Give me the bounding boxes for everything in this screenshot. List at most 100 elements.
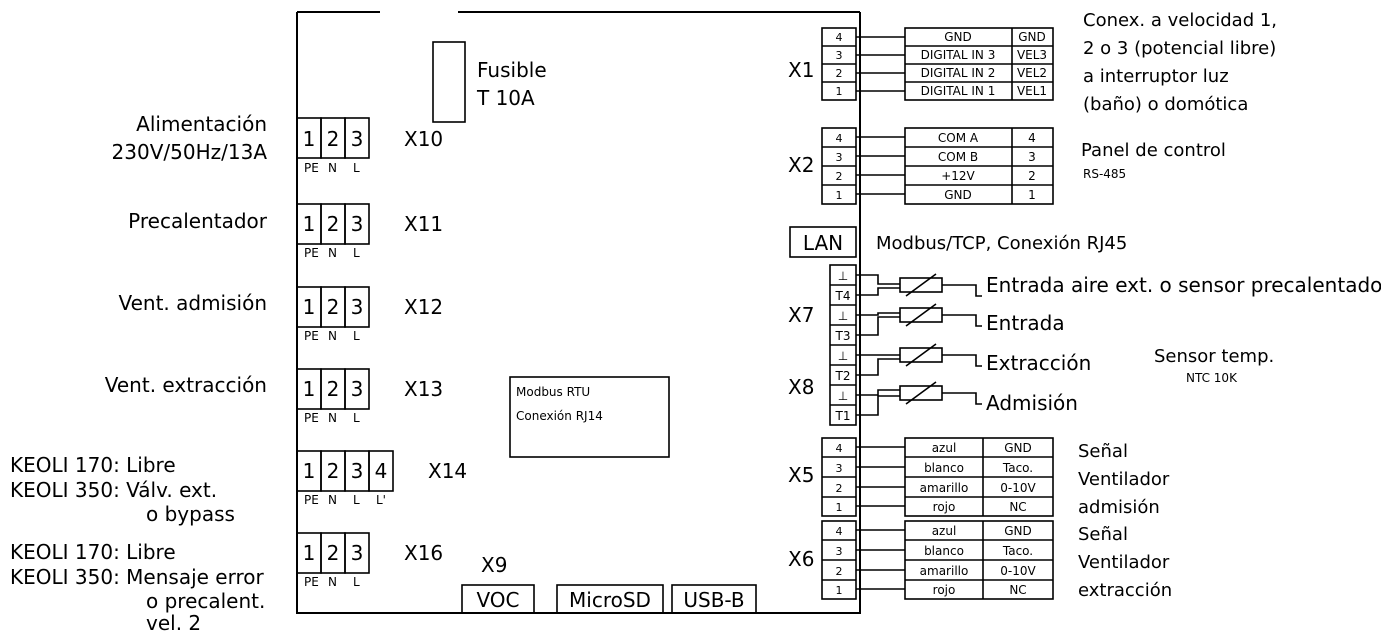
svg-text:VEL2: VEL2 (1017, 66, 1047, 80)
svg-text:Taco.: Taco. (1002, 461, 1033, 475)
ntc-sensor-4 (856, 381, 982, 416)
svg-text:1: 1 (1028, 188, 1036, 202)
svg-text:1: 1 (836, 584, 843, 597)
port-lan (789, 226, 857, 258)
svg-text:4: 4 (836, 525, 843, 538)
x5-desc-1: Señal (1078, 441, 1128, 462)
modbus-rtu-connector: Conexión RJ14 (516, 409, 603, 423)
connector-x12-label: X12 (404, 295, 443, 319)
svg-text:N: N (328, 246, 337, 260)
svg-text:3: 3 (1028, 150, 1036, 164)
svg-text:VEL3: VEL3 (1017, 48, 1047, 62)
svg-text:L: L (353, 329, 360, 343)
svg-text:blanco: blanco (924, 461, 964, 475)
connector-x5-label: X5 (788, 463, 814, 487)
label-x16-keoli170: KEOLI 170: Libre (10, 540, 176, 564)
port-usb-b (671, 584, 757, 614)
svg-text:1: 1 (836, 85, 843, 98)
svg-text:4: 4 (836, 442, 843, 455)
label-x16-precalent: o precalent. (146, 589, 265, 613)
label-precalentador: Precalentador (128, 209, 268, 233)
label-x16-keoli350: KEOLI 350: Mensaje error (10, 565, 264, 589)
svg-text:2: 2 (327, 127, 340, 151)
svg-text:4: 4 (1028, 131, 1036, 145)
table-x5: azul GND blanco Taco. amarillo 0-10V roj… (904, 437, 1054, 517)
svg-text:2: 2 (836, 482, 843, 495)
svg-text:PE: PE (304, 411, 319, 425)
ntc-sensor-1 (856, 273, 982, 297)
svg-text:PE: PE (304, 575, 319, 589)
label-x14-bypass: o bypass (146, 502, 235, 526)
table-x2: COM A 4 COM B 3 +12V 2 GND 1 (904, 127, 1054, 205)
table-x6: azul GND blanco Taco. amarillo 0-10V roj… (904, 520, 1054, 600)
svg-text:4: 4 (836, 132, 843, 145)
svg-text:T2: T2 (835, 369, 851, 383)
svg-text:3: 3 (836, 462, 843, 475)
svg-text:L: L (353, 246, 360, 260)
svg-text:PE: PE (304, 329, 319, 343)
x1-desc-1: Conex. a velocidad 1, (1083, 10, 1277, 31)
svg-text:3: 3 (351, 212, 364, 236)
terminal-block-x10: 1 2 3 PE N L X10 (296, 117, 443, 175)
svg-text:+12V: +12V (941, 169, 975, 183)
ntc-sensor-3 (856, 343, 982, 376)
svg-text:blanco: blanco (924, 544, 964, 558)
sensor-temp-title: Sensor temp. (1154, 346, 1274, 367)
connector-x11-label: X11 (404, 212, 443, 236)
svg-text:3: 3 (351, 295, 364, 319)
terminal-block-x16: 1 2 3 PE N L X16 (296, 532, 443, 589)
label-vent-admision: Vent. admisión (118, 291, 267, 315)
svg-text:1: 1 (303, 295, 316, 319)
port-microsd-label: MicroSD (569, 588, 651, 612)
svg-text:2: 2 (327, 541, 340, 565)
svg-text:1: 1 (303, 127, 316, 151)
connector-x7-label: X7 (788, 303, 814, 327)
svg-text:N: N (328, 329, 337, 343)
svg-text:⊥: ⊥ (838, 389, 848, 403)
terminal-strip-x7-x8: ⊥ T4 ⊥ T3 ⊥ T2 ⊥ T1 (829, 264, 857, 426)
svg-text:N: N (328, 161, 337, 175)
svg-text:⊥: ⊥ (838, 269, 848, 283)
svg-text:Taco.: Taco. (1002, 544, 1033, 558)
svg-text:COM B: COM B (938, 150, 978, 164)
svg-text:rojo: rojo (933, 500, 956, 514)
svg-text:0-10V: 0-10V (1000, 564, 1036, 578)
svg-text:azul: azul (932, 441, 957, 455)
sensor-3-label: Extracción (986, 351, 1091, 375)
sensor-4-label: Admisión (986, 391, 1078, 415)
svg-text:2: 2 (327, 459, 340, 483)
table-x1: GND GND DIGITAL IN 3 VEL3 DIGITAL IN 2 V… (904, 27, 1054, 101)
x6-desc-3: extracción (1078, 580, 1172, 601)
terminal-strip-x2: 4 3 2 1 (821, 127, 905, 205)
svg-text:PE: PE (304, 493, 319, 507)
lan-desc: Modbus/TCP, Conexión RJ45 (876, 233, 1127, 254)
svg-text:3: 3 (836, 49, 843, 62)
svg-text:1: 1 (836, 189, 843, 202)
svg-text:1: 1 (303, 212, 316, 236)
x1-desc-2: 2 o 3 (potencial libre) (1083, 38, 1276, 59)
svg-text:1: 1 (303, 377, 316, 401)
x2-desc-title: Panel de control (1081, 140, 1226, 161)
x1-desc-3: a interruptor luz (1083, 66, 1229, 87)
connector-x1-label: X1 (788, 58, 814, 82)
terminal-block-x14: 1 2 3 4 PE N L L' X14 (296, 450, 467, 507)
svg-text:2: 2 (1028, 169, 1036, 183)
port-microsd (556, 584, 664, 614)
svg-text:2: 2 (836, 170, 843, 183)
label-x14-keoli350: KEOLI 350: Válv. ext. (10, 478, 217, 502)
connector-x14-label: X14 (428, 459, 467, 483)
svg-text:GND: GND (1004, 524, 1032, 538)
svg-text:GND: GND (1004, 441, 1032, 455)
svg-text:PE: PE (304, 246, 319, 260)
connector-x2-label: X2 (788, 153, 814, 177)
terminal-block-x13: 1 2 3 PE N L X13 (296, 368, 443, 425)
svg-text:0-10V: 0-10V (1000, 481, 1036, 495)
sensor-temp-sub: NTC 10K (1186, 371, 1238, 385)
svg-text:⊥: ⊥ (838, 349, 848, 363)
modbus-rtu-box (509, 376, 670, 458)
svg-text:N: N (328, 493, 337, 507)
fuse-rating: T 10A (476, 86, 535, 110)
svg-text:NC: NC (1009, 583, 1026, 597)
label-vent-extraccion: Vent. extracción (105, 373, 267, 397)
svg-text:amarillo: amarillo (920, 481, 969, 495)
